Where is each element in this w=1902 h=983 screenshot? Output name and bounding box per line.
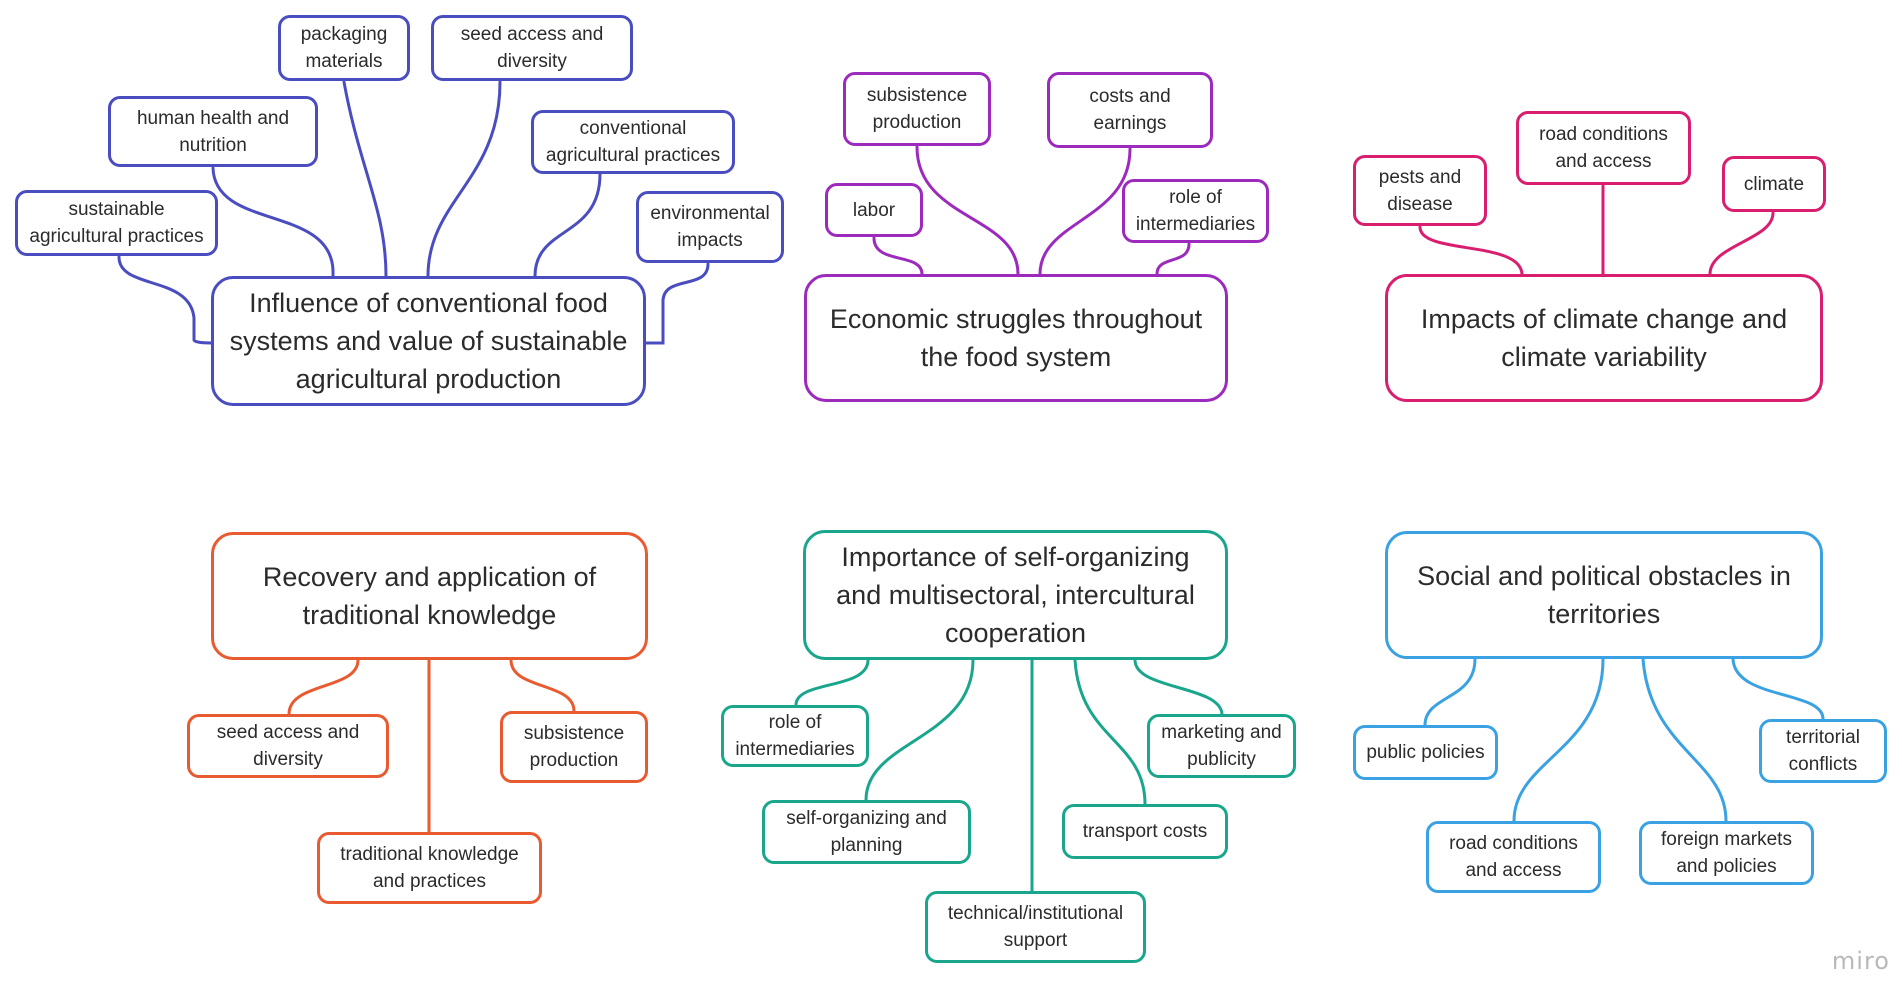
connector-line xyxy=(426,80,502,278)
subtopic-role-of-intermediaries[interactable]: role of intermediaries xyxy=(1122,179,1269,243)
connector-line xyxy=(1038,147,1132,276)
main-topic-conventional-food-systems[interactable]: Influence of conventional food systems a… xyxy=(211,276,646,406)
subtopic-subsistence-production[interactable]: subsistence production xyxy=(500,711,648,783)
connector-line xyxy=(1641,657,1728,823)
subtopic-seed-access-and-diversity[interactable]: seed access and diversity xyxy=(187,714,389,778)
connector-line xyxy=(211,166,335,278)
connector-line xyxy=(1423,657,1477,727)
connector-line xyxy=(864,658,975,802)
connector-line xyxy=(644,262,710,345)
subtopic-foreign-markets-and-policies[interactable]: foreign markets and policies xyxy=(1639,821,1814,885)
miro-watermark: miro xyxy=(1831,947,1890,975)
subtopic-climate[interactable]: climate xyxy=(1722,156,1826,212)
connector-line xyxy=(1418,225,1524,276)
subtopic-transport-costs[interactable]: transport costs xyxy=(1062,804,1228,859)
main-topic-traditional-knowledge[interactable]: Recovery and application of traditional … xyxy=(211,532,648,660)
subtopic-human-health-and-nutrition[interactable]: human health and nutrition xyxy=(108,96,318,167)
connector-line xyxy=(872,236,924,276)
subtopic-road-conditions-and-access[interactable]: road conditions and access xyxy=(1426,821,1601,893)
subtopic-pests-and-disease[interactable]: pests and disease xyxy=(1353,155,1487,226)
connector-line xyxy=(533,172,602,278)
connector-line xyxy=(509,658,576,713)
subtopic-self-organizing-and-planning[interactable]: self-organizing and planning xyxy=(762,800,971,864)
subtopic-marketing-and-publicity[interactable]: marketing and publicity xyxy=(1147,714,1296,778)
subtopic-sustainable-agricultural-practices[interactable]: sustainable agricultural practices xyxy=(15,190,218,256)
main-topic-social-political-obstacles[interactable]: Social and political obstacles in territ… xyxy=(1385,531,1823,659)
connector-line xyxy=(915,145,1020,276)
subtopic-technical-institutional-support[interactable]: technical/institutional support xyxy=(925,891,1146,963)
connector-line xyxy=(342,80,388,278)
subtopic-conventional-agricultural-practices[interactable]: conventional agricultural practices xyxy=(531,110,735,174)
subtopic-traditional-knowledge-and-practices[interactable]: traditional knowledge and practices xyxy=(317,832,542,904)
connector-line xyxy=(1073,658,1147,806)
subtopic-public-policies[interactable]: public policies xyxy=(1353,725,1498,780)
connector-line xyxy=(1512,657,1605,823)
subtopic-environmental-impacts[interactable]: environmental impacts xyxy=(636,191,784,263)
subtopic-seed-access-and-diversity[interactable]: seed access and diversity xyxy=(431,15,633,81)
subtopic-role-of-intermediaries[interactable]: role of intermediaries xyxy=(721,705,869,767)
connector-line xyxy=(1708,211,1775,276)
connector-line xyxy=(117,255,213,345)
main-topic-self-organizing-cooperation[interactable]: Importance of self-organizing and multis… xyxy=(803,530,1228,660)
subtopic-territorial-conflicts[interactable]: territorial conflicts xyxy=(1759,719,1887,783)
connector-line xyxy=(1731,657,1825,721)
subtopic-subsistence-production[interactable]: subsistence production xyxy=(843,72,991,146)
subtopic-packaging-materials[interactable]: packaging materials xyxy=(278,15,410,81)
connector-line xyxy=(1155,242,1191,276)
main-topic-economic-struggles[interactable]: Economic struggles throughout the food s… xyxy=(804,274,1228,402)
subtopic-road-conditions-and-access[interactable]: road conditions and access xyxy=(1516,111,1691,185)
main-topic-climate-change[interactable]: Impacts of climate change and climate va… xyxy=(1385,274,1823,402)
connector-line xyxy=(794,658,870,707)
connector-line xyxy=(1133,658,1224,716)
connector-line xyxy=(287,658,360,716)
subtopic-costs-and-earnings[interactable]: costs and earnings xyxy=(1047,72,1213,148)
subtopic-labor[interactable]: labor xyxy=(825,183,923,237)
